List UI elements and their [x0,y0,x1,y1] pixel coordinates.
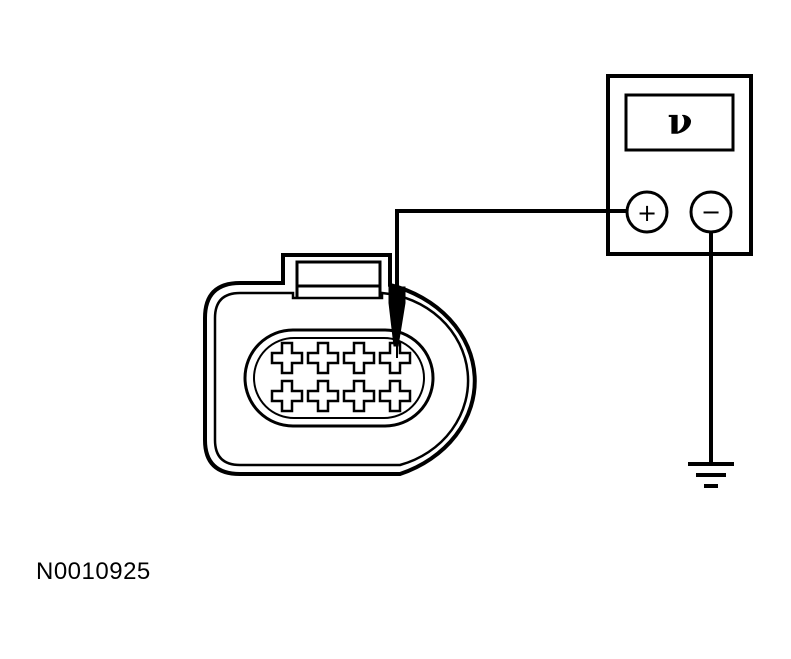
connector-pins [270,341,412,413]
ground-symbol-icon [688,462,734,488]
pin-cavity-inner [253,337,425,419]
connector-pin [378,379,412,413]
connector-pin [378,341,412,375]
positive-lead-wire [395,209,627,287]
meter-display [624,93,735,152]
connector-icon [203,253,477,476]
figure-id-label: N0010925 [36,558,151,585]
connector-pin [342,341,376,375]
connector-pin [342,379,376,413]
connector-pin [306,341,340,375]
connector-pin [270,341,304,375]
connector-pin [306,379,340,413]
connector-locking-tab [295,260,382,288]
negative-terminal-label: − [701,198,721,226]
positive-terminal-label: + [637,199,657,227]
connector-pin [270,379,304,413]
voltmeter-icon: ν + − [606,74,753,256]
connector-housing-inner [213,291,470,467]
meter-display-symbol: ν [668,101,693,143]
test-probe-icon [388,286,406,358]
